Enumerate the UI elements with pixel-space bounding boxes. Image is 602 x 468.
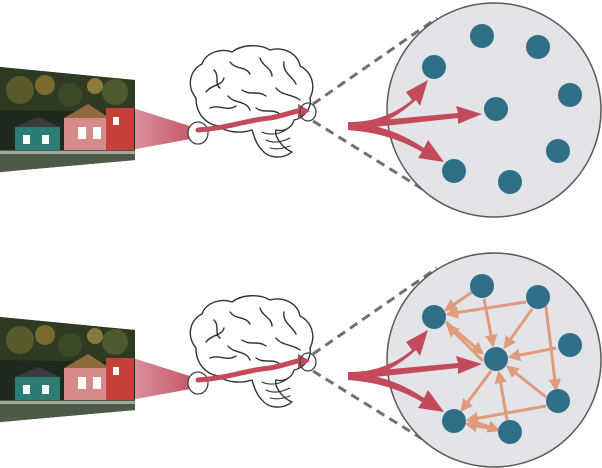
zoom-line-lower	[312, 119, 438, 200]
panel-bottom	[0, 252, 602, 468]
neuron	[558, 83, 582, 107]
neuron	[526, 35, 550, 59]
zoom-line-lower	[312, 369, 438, 450]
panel-top	[0, 2, 602, 218]
eye-icon	[187, 121, 209, 145]
visual-pathway	[195, 107, 305, 133]
neurons	[422, 24, 582, 194]
neuron	[422, 305, 446, 329]
brain-icon	[189, 45, 314, 158]
zoom-line-upper	[312, 16, 438, 106]
neuron	[484, 347, 508, 371]
input-arrows	[348, 330, 482, 412]
house-photo	[0, 317, 135, 422]
neuron	[470, 24, 494, 48]
neuron	[442, 409, 466, 433]
neuron	[498, 170, 522, 194]
neuron	[422, 55, 446, 79]
neuron	[558, 333, 582, 357]
neuron	[546, 389, 570, 413]
zoom-region	[299, 102, 317, 122]
neuron	[498, 420, 522, 444]
zoom-region	[299, 352, 317, 372]
zoom-line-upper	[312, 266, 438, 356]
lateral-connections	[443, 290, 562, 433]
house-photo	[0, 67, 135, 172]
neuron	[526, 285, 550, 309]
neuron	[470, 274, 494, 298]
neuron	[442, 159, 466, 183]
neuron	[546, 139, 570, 163]
neurons	[422, 274, 582, 444]
eye-icon	[187, 371, 209, 395]
neuron	[484, 97, 508, 121]
input-arrows	[348, 80, 482, 162]
brain-icon	[189, 295, 314, 408]
visual-pathway	[195, 357, 305, 383]
